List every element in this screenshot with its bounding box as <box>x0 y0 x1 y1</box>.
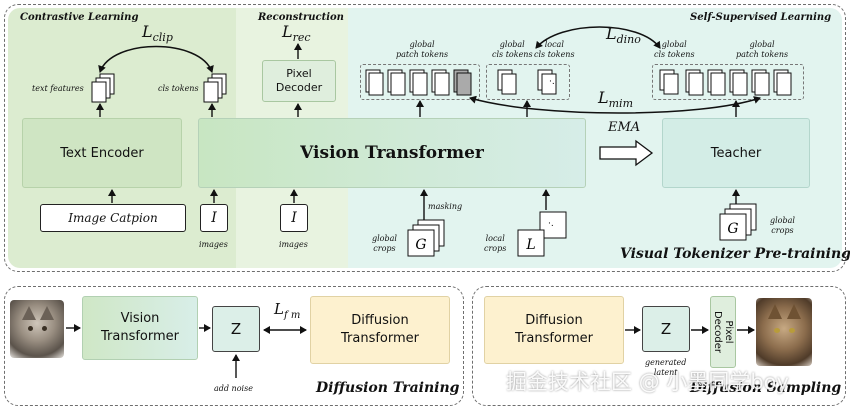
diffusion-sampling-panel <box>472 286 846 406</box>
image-input-box-2: I <box>280 204 308 232</box>
loss-fm-label: Lf m <box>274 300 301 321</box>
vision-transformer-block: Vision Transformer <box>198 118 586 188</box>
global-patch-tokens-right-icon <box>685 69 792 96</box>
svg-text:·.: ·. <box>549 77 555 87</box>
cat-eye-right-icon <box>42 326 47 331</box>
cat-ear-left-icon <box>768 304 782 319</box>
ema-label: EMA <box>608 120 641 135</box>
latent-z-box-right: Z <box>642 306 690 352</box>
cat-ear-right-icon <box>40 306 54 320</box>
global-patch-tokens-left-icon <box>365 69 472 96</box>
diffusion-transformer-left: Diffusion Transformer <box>310 296 450 364</box>
ssl-title: Self-Supervised Learning <box>690 12 832 23</box>
masking-label: masking <box>428 202 463 211</box>
diffusion-sampling-title: Diffusion Sampling <box>690 380 842 396</box>
global-crops-stack-left-icon <box>407 219 445 257</box>
svg-text:·.: ·. <box>548 219 554 229</box>
text-features-stack-icon <box>91 73 115 103</box>
ema-arrow <box>599 139 654 167</box>
local-crops-l: L <box>525 237 535 253</box>
teacher-block: Teacher <box>662 118 810 188</box>
vision-transformer-bottom: Vision Transformer <box>82 296 198 360</box>
global-crops-g-right: G <box>727 221 738 237</box>
images-label-2: images <box>279 240 308 249</box>
cls-tokens-center-icon: ·. <box>497 69 557 95</box>
text-encoder-block: Text Encoder <box>22 118 182 188</box>
local-crops-stack-icon: ·. <box>517 211 567 257</box>
watermark-text: 掘金技术社区 @ 小墨同学boy <box>506 370 789 394</box>
cat-ear-left-icon <box>22 306 36 320</box>
cat-eye-left-icon <box>774 328 780 333</box>
diffusion-training-title: Diffusion Training <box>316 380 460 396</box>
pixel-decoder-top: Pixel Decoder <box>262 60 336 102</box>
cat-image-input <box>10 300 64 358</box>
images-label-1: images <box>199 240 228 249</box>
global-patch-tokens-group-left <box>360 64 480 100</box>
global-crops-g-left: G <box>415 237 426 253</box>
pretraining-title: Visual Tokenizer Pre-training <box>620 246 850 262</box>
diffusion-training-panel <box>4 286 464 406</box>
diffusion-transformer-right: Diffusion Transformer <box>484 296 624 364</box>
cat-image-output <box>756 298 812 366</box>
cls-tokens-stack-icon <box>203 73 227 103</box>
cat-eye-left-icon <box>28 326 33 331</box>
cat-eye-right-icon <box>789 328 795 333</box>
image-input-box-1: I <box>200 204 228 232</box>
image-caption-box: Image Catpion <box>40 204 186 232</box>
clip-loss-arrow <box>98 45 214 73</box>
add-noise-label: add noise <box>214 384 253 393</box>
latent-z-box-left: Z <box>212 306 260 352</box>
text-features-label: text features <box>32 84 84 93</box>
mim-loss-arrow <box>469 95 761 114</box>
global-crops-stack-right-icon <box>719 203 757 241</box>
global-cls-tokens-right-icon <box>659 69 679 95</box>
loss-rec-label: Lrec <box>282 22 311 45</box>
reconstruction-title: Reconstruction <box>258 12 344 23</box>
dino-loss-arrow <box>535 26 661 49</box>
contrastive-title: Contrastive Learning <box>20 12 139 23</box>
pretraining-panel <box>4 4 846 272</box>
loss-clip-label: Lclip <box>142 22 173 45</box>
cat-ear-right-icon <box>787 304 801 319</box>
cls-tokens-label: cls tokens <box>158 84 199 93</box>
